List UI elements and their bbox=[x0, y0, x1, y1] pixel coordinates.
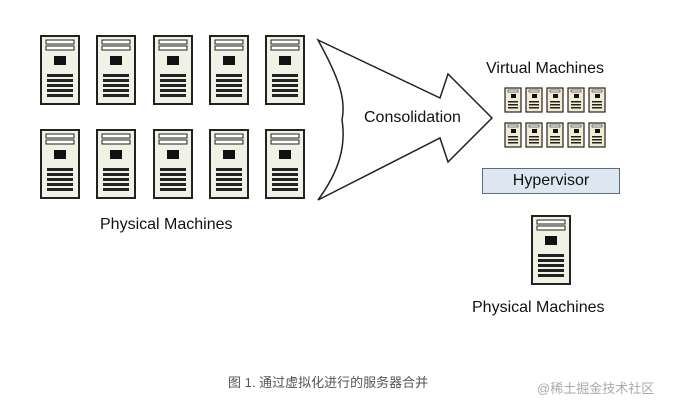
physical-server-icon bbox=[265, 129, 305, 199]
vm-icon bbox=[588, 122, 606, 148]
vm-icon bbox=[567, 87, 585, 113]
vm-icon bbox=[546, 122, 564, 148]
physical-server-icon bbox=[265, 35, 305, 105]
virtual-machines-group bbox=[504, 87, 606, 148]
vm-icon bbox=[588, 87, 606, 113]
watermark: @稀土掘金技术社区 bbox=[537, 381, 655, 396]
physical-server-icon-right bbox=[531, 215, 571, 285]
consolidation-label: Consolidation bbox=[364, 109, 461, 126]
vm-icon bbox=[504, 122, 522, 148]
hypervisor-box: Hypervisor bbox=[482, 168, 620, 194]
vm-icon bbox=[567, 122, 585, 148]
consolidation-arrow bbox=[316, 38, 494, 201]
physical-server-icon bbox=[96, 35, 136, 105]
vm-icon bbox=[504, 87, 522, 113]
physical-server-icon bbox=[209, 35, 249, 105]
vm-icon bbox=[525, 87, 543, 113]
vm-icon bbox=[546, 87, 564, 113]
vm-icon bbox=[525, 122, 543, 148]
physical-machines-left-label: Physical Machines bbox=[100, 216, 233, 233]
figure-caption: 图 1. 通过虚拟化进行的服务器合并 bbox=[228, 375, 429, 390]
physical-machines-right-label: Physical Machines bbox=[472, 299, 605, 316]
physical-server-icon bbox=[209, 129, 249, 199]
physical-server-icon bbox=[96, 129, 136, 199]
virtual-machines-label: Virtual Machines bbox=[486, 60, 604, 77]
physical-server-icon bbox=[40, 35, 80, 105]
physical-server-icon bbox=[153, 129, 193, 199]
physical-server-icon bbox=[40, 129, 80, 199]
physical-server-icon bbox=[153, 35, 193, 105]
physical-machines-left-group bbox=[40, 35, 305, 199]
